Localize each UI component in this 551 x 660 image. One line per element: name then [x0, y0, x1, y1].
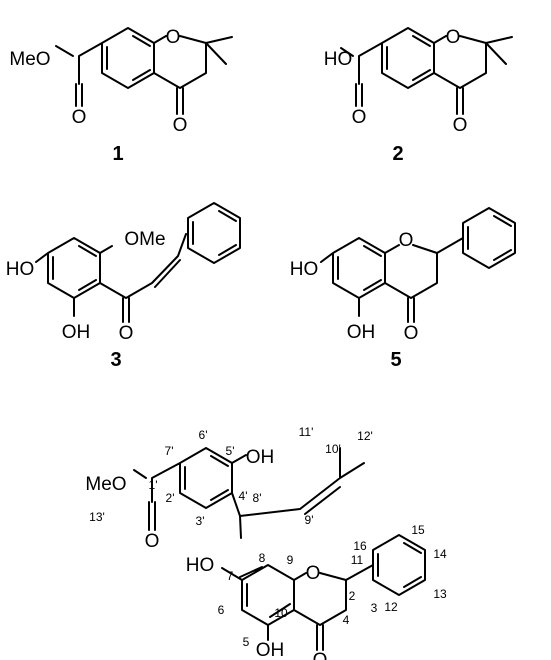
compound-4-ring-oxygen: O: [306, 563, 321, 584]
locant-11prime: 11': [299, 425, 314, 439]
compound-4-ester-oxygen: O: [145, 531, 160, 552]
compound-5-structure: HO O OH O 5: [290, 207, 516, 371]
compound-3-bonds: [35, 202, 241, 323]
locant-4prime: 4': [239, 489, 248, 503]
compound-5-ring-oxygen: O: [399, 230, 414, 251]
compound-1-ketone-oxygen: O: [173, 115, 188, 136]
compound-1-structure: O MeO O O 1: [9, 27, 233, 165]
compound-2-ketone-oxygen: O: [453, 115, 468, 136]
compound-3-hydroxyl-6: OH: [62, 322, 91, 343]
compound-2-hydroxyl-label: HO: [324, 49, 353, 70]
compound-4-hydroxyl-7: HO: [186, 555, 215, 576]
locant-6: 6: [218, 603, 225, 617]
locant-3: 3: [371, 601, 378, 615]
compound-2-acid-oxygen: O: [352, 107, 367, 128]
compound-1-ring-oxygen: O: [166, 27, 181, 48]
locant-5prime: 5': [226, 444, 235, 458]
locant-8: 8: [259, 551, 266, 565]
compound-2-structure: O HO O O 2: [324, 27, 513, 165]
compound-3-ketone-oxygen: O: [119, 323, 134, 344]
compound-4-hydroxyl-5prime: OH: [246, 447, 275, 468]
locant-9: 9: [287, 553, 294, 567]
compound-4-bonds: [133, 447, 426, 651]
compound-2-ring-oxygen: O: [446, 27, 461, 48]
locant-12: 12: [384, 600, 398, 614]
compound-4-ketone-oxygen: O: [313, 650, 328, 660]
compound-2-number: 2: [392, 143, 403, 165]
compound-1-ester-oxygen: O: [72, 107, 87, 128]
compound-5-hydroxyl-5: OH: [347, 322, 376, 343]
compound-4-structure: OH MeO O HO O OH O 6' 5' 7' 4' 3' 2' 1' …: [85, 425, 447, 660]
locant-10: 10: [274, 606, 288, 620]
compound-3-methoxy-label: OMe: [124, 229, 165, 250]
compound-4-hydroxyl-5: OH: [256, 640, 285, 660]
locant-13prime: 13': [89, 510, 105, 524]
compound-3-hydroxyl-4: HO: [6, 259, 35, 280]
compound-5-bonds: [320, 207, 516, 323]
compound-1-bonds: [55, 27, 233, 115]
locant-3prime: 3': [196, 514, 205, 528]
locant-6prime: 6': [199, 428, 208, 442]
locant-13: 13: [433, 587, 447, 601]
locant-4: 4: [343, 613, 350, 627]
locant-5: 5: [243, 635, 250, 649]
locant-16: 16: [353, 539, 367, 553]
locant-2: 2: [349, 589, 356, 603]
compound-5-ketone-oxygen: O: [404, 323, 419, 344]
compound-3-structure: HO OMe OH O 3: [6, 202, 241, 371]
compound-5-hydroxyl-7: HO: [290, 259, 319, 280]
locant-8prime: 8': [253, 491, 262, 505]
locant-15: 15: [411, 523, 425, 537]
compound-1-methoxy-label: MeO: [9, 49, 50, 70]
locant-7prime: 7': [165, 444, 174, 458]
locant-7: 7: [227, 569, 234, 583]
locant-12prime: 12': [357, 429, 373, 443]
compound-5-number: 5: [390, 349, 401, 371]
locant-9prime: 9': [305, 513, 314, 527]
compound-3-number: 3: [110, 349, 121, 371]
locant-14: 14: [433, 547, 447, 561]
compound-4-methoxy-label: MeO: [85, 474, 126, 495]
locant-1prime: 1': [149, 478, 158, 492]
locant-11: 11: [351, 553, 364, 567]
locant-10prime: 10': [325, 442, 341, 456]
compound-1-number: 1: [112, 143, 123, 165]
locant-2prime: 2': [166, 491, 175, 505]
compound-2-bonds: [340, 27, 513, 115]
